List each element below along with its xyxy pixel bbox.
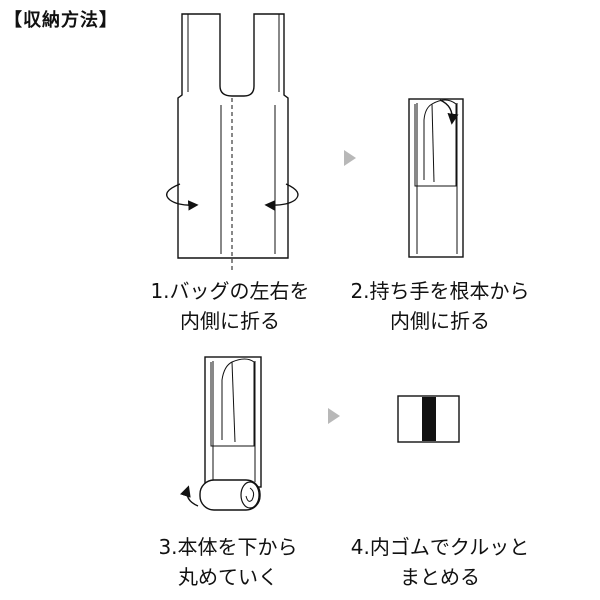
step2-bag-illustration: [408, 98, 464, 258]
step4-line2: まとめる: [400, 565, 480, 589]
right-fold-arrow-icon: [264, 183, 299, 211]
step1-fold-arrows: [166, 183, 299, 211]
roll-arrow-icon: [180, 485, 199, 507]
next-step-arrow-icon-2: [328, 408, 340, 424]
left-fold-arrow-icon: [166, 183, 199, 211]
elastic-band: [422, 397, 436, 441]
step3-line2: 丸めていく: [178, 565, 278, 589]
step2-caption: 2.持ち手を根本から 内側に折る: [330, 276, 550, 336]
step3-bag-illustration: [180, 356, 262, 511]
handle-fold-arrow-icon: [439, 99, 459, 125]
step1-line2: 内側に折る: [180, 309, 280, 333]
step1-line1: 1.バッグの左右を: [150, 279, 310, 303]
step3-caption: 3.本体を下から 丸めていく: [118, 532, 338, 592]
step2-line2: 内側に折る: [390, 309, 490, 333]
step1-bag-illustration: [177, 13, 289, 272]
step2-line1: 2.持ち手を根本から: [350, 279, 530, 303]
step1-caption: 1.バッグの左右を 内側に折る: [120, 276, 340, 336]
step4-caption: 4.内ゴムでクルッと まとめる: [325, 532, 555, 592]
step4-rolled-illustration: [397, 395, 460, 443]
diagram-title: 【収納方法】: [4, 10, 118, 31]
step4-line1: 4.内ゴムでクルッと: [350, 535, 530, 559]
next-step-arrow-icon: [344, 150, 356, 166]
step3-line1: 3.本体を下から: [158, 535, 298, 559]
folded-bag-outline: [408, 98, 464, 258]
bag-outline: [177, 13, 289, 259]
